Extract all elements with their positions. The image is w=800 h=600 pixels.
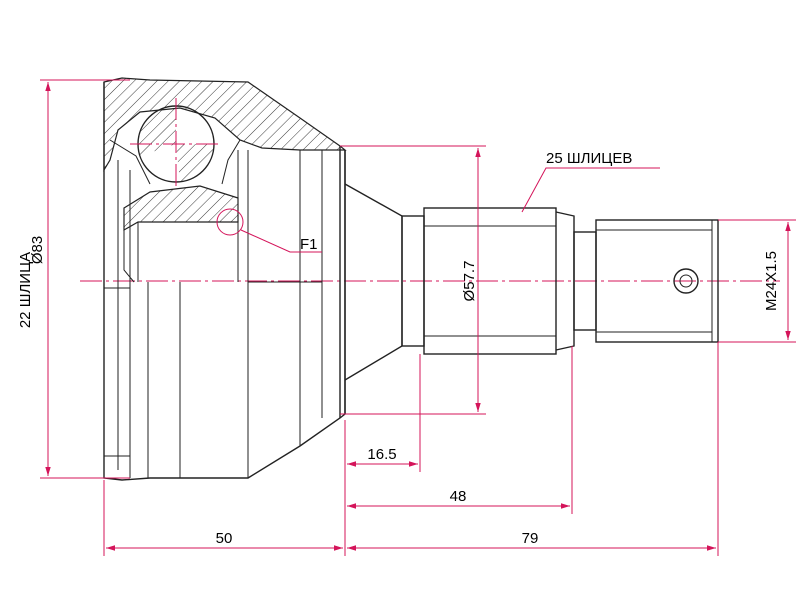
splined-shaft [401,207,719,355]
thread-label: M24X1.5 [763,251,780,311]
spline-note-label: 25 ШЛИЦЕВ [546,150,632,167]
dim-left-label: 50 [216,530,233,547]
dim-small-label: 16.5 [367,446,396,463]
overall-diameter-dimension: 22 ШЛИЦА Ø83 [17,79,130,479]
length-dimensions: 16.5 48 50 79 [103,342,719,556]
spline-note-leader [521,167,660,213]
f1-label: F1 [300,236,318,253]
outer-housing [103,77,403,481]
mid-diameter-dimension: Ø57.7 [340,145,486,415]
ball [130,98,222,190]
mid-diameter-label: Ø57.7 [461,261,478,302]
dim-right-label: 79 [522,530,539,547]
thread-dimension: M24X1.5 [718,219,796,343]
left-vertical-label-bottom: Ø83 [29,236,46,264]
f1-detail-circle [216,208,244,236]
dim-mid-label: 48 [450,488,467,505]
left-vertical-label-top: 22 ШЛИЦА [17,252,34,328]
